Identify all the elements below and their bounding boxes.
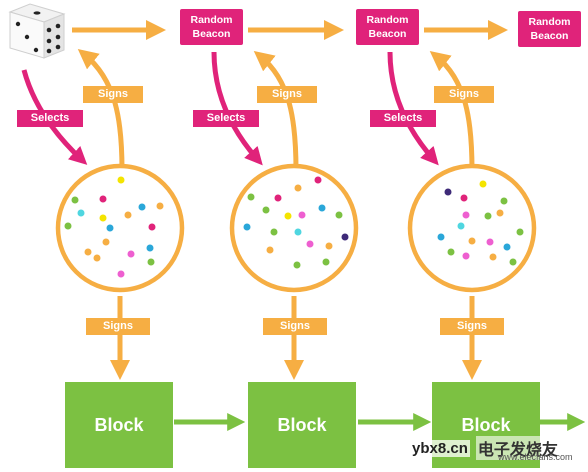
selects-arrow-3 [387,51,439,166]
watermark-site: ybx8.cn [410,439,470,457]
selects-tag-1: Selects [17,110,83,127]
selects-tag-3: Selects [370,110,436,127]
block-label: Block [277,414,327,435]
validator-pool-2 [229,163,359,293]
selects-arrow-2 [211,51,263,166]
validator-pool-3 [407,163,537,293]
beacon-label-line1: Random [366,14,409,26]
beacon-label-line2: Beacon [192,28,231,40]
signs-arrow-up-1 [77,48,125,171]
dice-icon [8,3,66,59]
signs-tag-lower-2: Signs [263,318,327,335]
watermark-url: www.elecfans.com [498,452,573,462]
validator-dots-3 [437,180,524,266]
signs-arrow-up-3 [429,50,475,171]
block-1: Block [65,382,173,468]
beacon-label-line2: Beacon [530,30,569,42]
block-label: Block [94,414,144,435]
signs-arrow-up-2 [253,50,299,171]
selects-tag-2: Selects [193,110,259,127]
validator-dots-2 [243,176,349,269]
validator-dots-1 [64,176,164,278]
beacon-label-line1: Random [190,14,233,26]
watermark: ybx8.cn 电子发烧友 [410,428,586,468]
block-label: Block [461,414,511,435]
beacon-label-line2: Beacon [368,28,407,40]
watermark-brand: 电子发烧友 [475,436,560,460]
signs-tag-upper-2: Signs [257,86,317,103]
signs-tag-lower-1: Signs [86,318,150,335]
signs-tag-upper-3: Signs [434,86,494,103]
beacon-label-line1: Random [528,16,571,28]
signs-tag-lower-3: Signs [440,318,504,335]
signs-tag-upper-1: Signs [83,86,143,103]
block-2: Block [248,382,356,468]
